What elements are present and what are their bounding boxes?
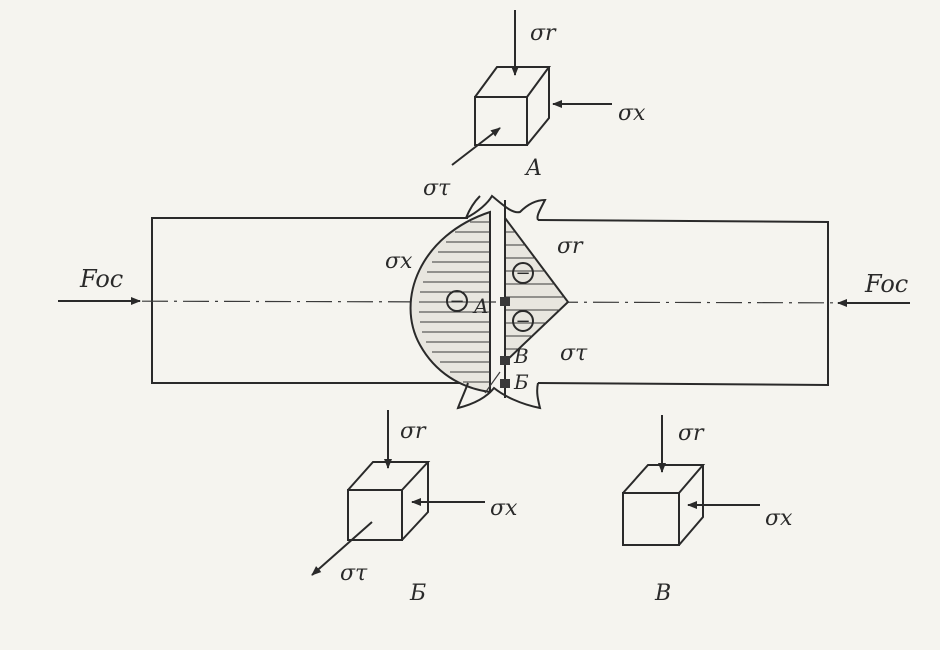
bar-left-part bbox=[151, 217, 468, 384]
sigma-x-label-weld: σx bbox=[385, 249, 413, 274]
sigma-x-hatching bbox=[419, 221, 490, 383]
point-b-marker bbox=[500, 379, 510, 388]
sigma-t-label-weld: στ bbox=[560, 341, 588, 366]
stress-element-b: σr σx στ Б bbox=[311, 410, 518, 606]
stress-element-v: σr σx B bbox=[622, 415, 793, 606]
svg-text:Б: Б bbox=[409, 581, 426, 606]
sigma-r-label-weld: σr bbox=[557, 234, 584, 259]
point-v-marker bbox=[500, 356, 510, 365]
force-right: Foc bbox=[837, 270, 910, 307]
force-left: Foc bbox=[58, 265, 141, 305]
point-b-label: Б bbox=[513, 370, 529, 394]
svg-text:σr: σr bbox=[678, 421, 705, 446]
weld-bottom-reinforcement bbox=[456, 382, 542, 410]
point-a-marker bbox=[500, 297, 510, 306]
svg-text:Foc: Foc bbox=[79, 265, 123, 293]
minus-sign-r-bottom: − bbox=[512, 310, 534, 332]
minus-sign-a: − bbox=[446, 290, 468, 312]
point-v-label: B bbox=[513, 344, 529, 368]
svg-text:−: − bbox=[515, 263, 530, 284]
svg-text:A: A bbox=[524, 156, 542, 181]
minus-sign-r-top: − bbox=[512, 262, 534, 284]
bar-right-part bbox=[537, 219, 829, 387]
svg-text:σx: σx bbox=[490, 496, 518, 521]
svg-text:σr: σr bbox=[530, 21, 557, 46]
weld-top-left-horn bbox=[465, 195, 481, 219]
svg-text:−: − bbox=[449, 291, 464, 312]
svg-text:Foc: Foc bbox=[864, 270, 908, 298]
sigma-t-arrow-a bbox=[451, 127, 501, 166]
point-a-label: A bbox=[472, 294, 488, 318]
svg-text:σx: σx bbox=[618, 101, 646, 126]
svg-text:−: − bbox=[515, 311, 530, 332]
svg-text:στ: στ bbox=[340, 561, 368, 586]
sigma-r-hatching bbox=[505, 231, 564, 350]
stress-element-a: σr σx στ A bbox=[423, 10, 646, 201]
svg-text:σr: σr bbox=[400, 419, 427, 444]
weld-root-stroke bbox=[484, 371, 501, 394]
weld-joint: − − − bbox=[409, 194, 570, 410]
weld-top-reinforcement bbox=[465, 194, 547, 221]
svg-text:σx: σx bbox=[765, 506, 793, 531]
svg-text:στ: στ bbox=[423, 176, 451, 201]
svg-text:B: B bbox=[654, 581, 671, 606]
sigma-t-arrow-b bbox=[311, 521, 373, 576]
